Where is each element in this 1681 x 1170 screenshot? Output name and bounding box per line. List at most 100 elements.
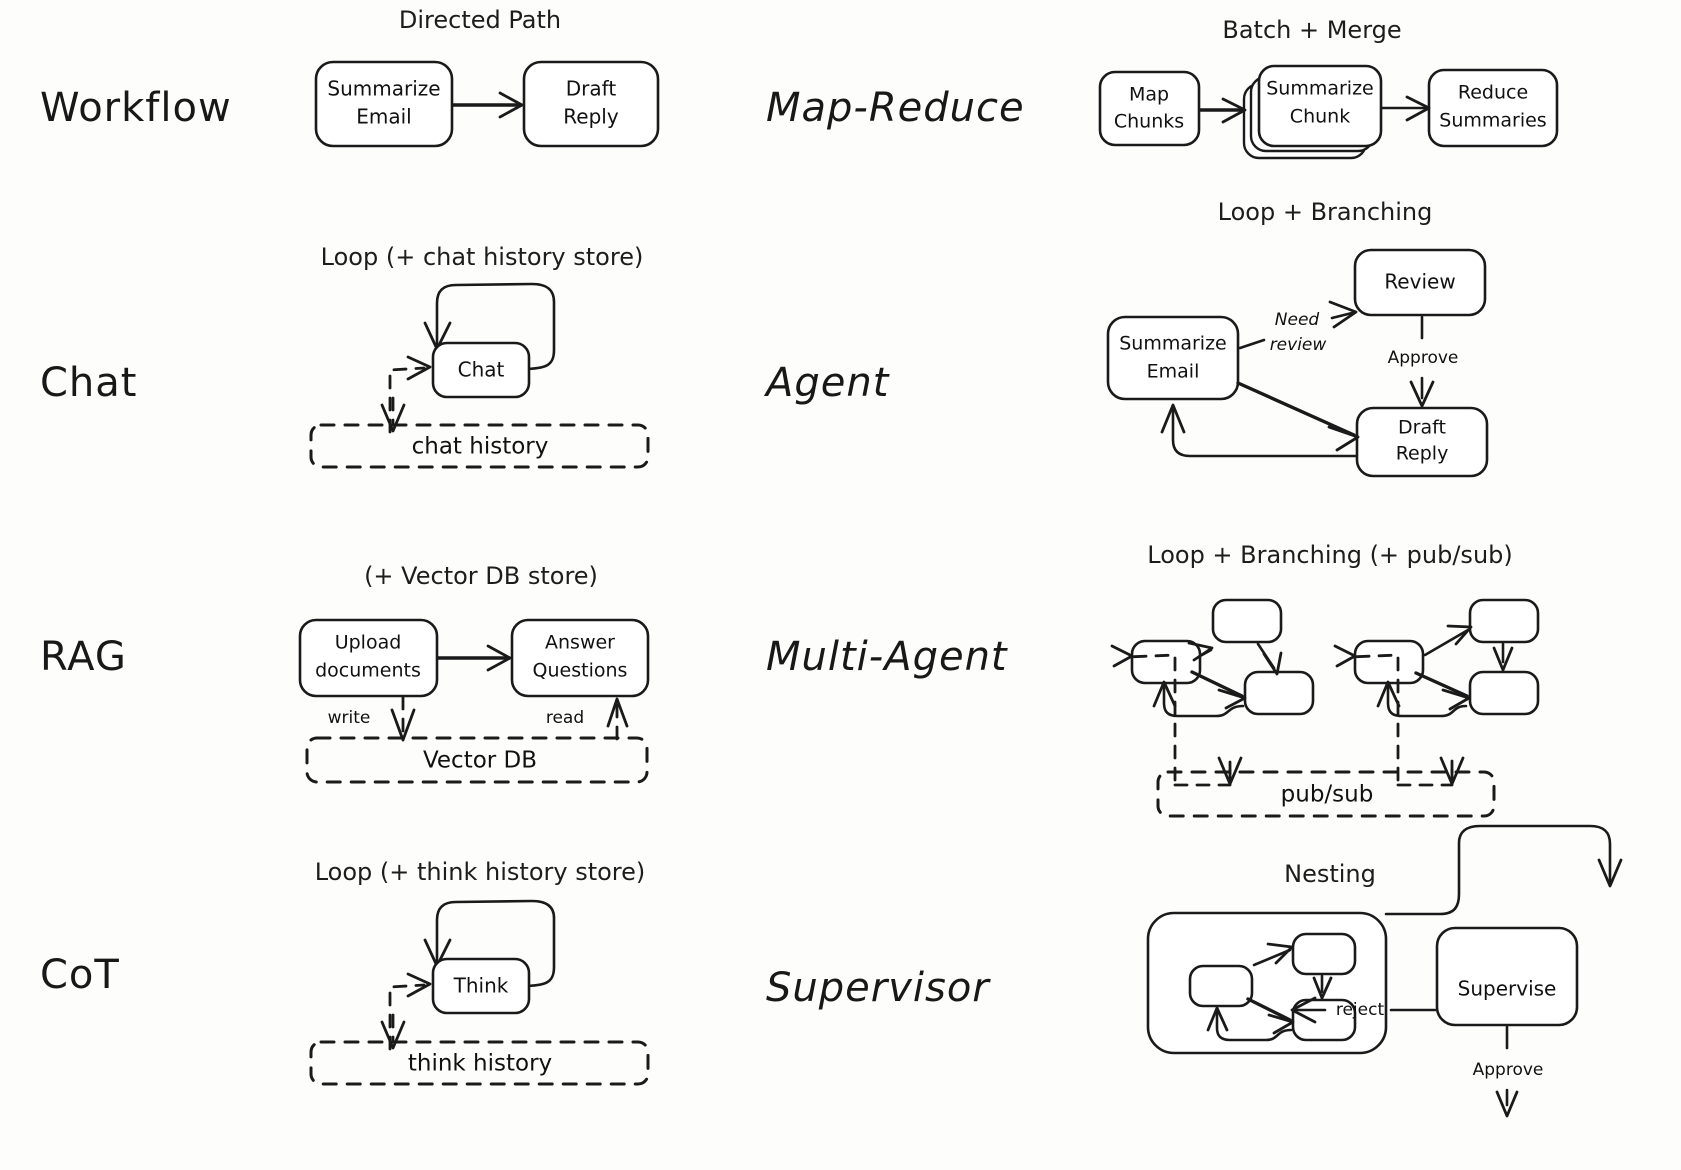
node-agent-summarize-line1: Summarize	[1119, 333, 1227, 355]
supervisor-inner-node-left[interactable]	[1188, 964, 1254, 1008]
caption-batch-merge: Batch + Merge	[1222, 16, 1402, 44]
store-pub-sub[interactable]	[1156, 770, 1496, 818]
caption-nesting: Nesting	[1284, 860, 1376, 888]
store-think-history[interactable]	[309, 1040, 650, 1086]
edge-chat-history-to-chat	[388, 366, 426, 434]
arrowhead-upload-to-answer	[486, 644, 512, 672]
arrowhead-draft-to-summarize-loop	[1160, 403, 1186, 434]
edge-think-history-to-think	[388, 983, 426, 1051]
arrowhead-b-pubsub-in	[1333, 644, 1357, 668]
multiagent-b-node-left[interactable]	[1353, 639, 1425, 685]
arrowhead-write	[390, 708, 416, 742]
edge-think-self-loop	[435, 899, 556, 988]
node-summarize-email-line2: Email	[356, 105, 412, 129]
edge-a-pubsub-in	[1125, 653, 1177, 782]
edge-label-approve-supervisor: Approve	[1473, 1060, 1544, 1080]
caption-loop-branching-pubsub: Loop + Branching (+ pub/sub)	[1147, 541, 1513, 569]
arrowhead-chat-history-to-chat	[406, 355, 432, 381]
edge-draft-to-summarize-loop	[1171, 408, 1358, 458]
multiagent-a-node-right[interactable]	[1243, 670, 1315, 716]
multi-agent-cluster-left	[1110, 598, 1315, 787]
arrowhead-subgraph-to-supervise	[1597, 858, 1623, 888]
node-review-label: Review	[1384, 270, 1455, 294]
row-label-supervisor: Supervisor	[766, 965, 990, 1011]
row-label-cot: CoT	[40, 952, 120, 998]
map-reduce-graph: Map Chunks Summarize Chunk Reduce Summar…	[1098, 64, 1559, 160]
node-chat[interactable]	[431, 341, 531, 399]
arrowhead-summarize-to-draft-diagonal	[1327, 425, 1360, 452]
edge-chat-self-loop	[435, 282, 556, 371]
arrowhead-sup-left-to-top	[1266, 942, 1294, 965]
caption-vector-db-store: (+ Vector DB store)	[364, 562, 598, 590]
arrowhead-b-top-to-right	[1492, 646, 1514, 672]
node-reduce-summaries-line2: Summaries	[1439, 110, 1546, 132]
arrowhead-b-right-to-left-loop	[1376, 680, 1401, 708]
node-think[interactable]	[431, 957, 531, 1015]
node-draft-reply[interactable]	[522, 60, 660, 148]
node-map-chunks[interactable]	[1098, 70, 1201, 147]
node-agent-draft-line2: Reply	[1396, 443, 1449, 465]
chat-graph: Chat chat history	[309, 282, 650, 469]
edge-subgraph-to-supervise	[1384, 824, 1612, 916]
caption-loop-branching: Loop + Branching	[1217, 198, 1433, 226]
arrowhead-sup-left-to-bottom	[1267, 1013, 1295, 1035]
multiagent-a-node-left[interactable]	[1130, 639, 1202, 685]
arrowhead-sup-bottom-to-left-loop	[1206, 1006, 1229, 1032]
arrowhead-b-left-to-right	[1441, 688, 1471, 711]
edge-summarize-to-review-stub	[1238, 338, 1266, 350]
store-chat-history-label: chat history	[412, 434, 549, 460]
arrowhead-read	[606, 697, 629, 728]
arrowhead-map-to-chunk	[1221, 97, 1247, 124]
edge-summarize-to-review	[1330, 311, 1354, 320]
caption-loop-chat: Loop (+ chat history store)	[320, 243, 644, 271]
multiagent-b-node-right[interactable]	[1468, 670, 1540, 716]
caption-loop-think: Loop (+ think history store)	[314, 858, 646, 886]
multi-agent-graph: pub/sub	[1110, 598, 1540, 818]
arrowhead-chat-to-chat-history	[380, 403, 406, 433]
node-supervise[interactable]	[1435, 926, 1579, 1027]
store-vector-db[interactable]	[305, 736, 649, 784]
supervisor-graph: Supervise reject Approve	[1146, 824, 1623, 1118]
multiagent-b-node-top[interactable]	[1468, 598, 1540, 644]
node-chat-label: Chat	[458, 358, 505, 382]
edge-sup-bottom-to-left-loop	[1215, 1010, 1293, 1042]
node-answer-questions[interactable]	[510, 618, 650, 698]
row-label-multi-agent: Multi-Agent	[766, 634, 1008, 680]
arrowhead-chunk-to-reduce	[1405, 95, 1431, 122]
edge-label-need-review-line2: review	[1270, 335, 1327, 355]
node-map-chunks-line1: Map	[1129, 84, 1169, 106]
row-label-workflow: Workflow	[40, 85, 232, 131]
node-review[interactable]	[1353, 248, 1487, 317]
row-label-rag: RAG	[40, 634, 127, 680]
store-chat-history[interactable]	[309, 423, 650, 469]
node-summarize-email-line1: Summarize	[327, 77, 440, 101]
edge-a-right-to-left-loop	[1162, 684, 1245, 718]
edge-label-write: write	[328, 708, 371, 728]
agent-graph: Summarize Email Review Draft Reply Need …	[1106, 248, 1489, 478]
edge-b-left-to-right	[1414, 671, 1469, 698]
edge-label-approve-agent: Approve	[1388, 348, 1459, 368]
node-map-chunks-line2: Chunks	[1114, 111, 1184, 133]
node-summarize-chunk[interactable]	[1257, 64, 1383, 148]
node-summarize-chunk-line2: Chunk	[1290, 106, 1350, 128]
edge-b-pubsub-in	[1348, 653, 1400, 782]
node-agent-draft-reply[interactable]	[1355, 406, 1489, 478]
node-think-label: Think	[453, 974, 509, 998]
caption-directed-path: Directed Path	[398, 6, 562, 34]
arrowhead-b-left-to-top	[1446, 624, 1473, 646]
arrowhead-a-top-to-right	[1262, 651, 1283, 676]
edge-b-left-to-top	[1423, 628, 1470, 657]
edge-label-need-review-line1: Need	[1275, 310, 1320, 330]
supervisor-inner-node-top[interactable]	[1291, 932, 1357, 976]
arrowhead-sup-top-to-bottom	[1312, 976, 1333, 1000]
arrowhead-think-to-think-history	[380, 1020, 406, 1050]
node-agent-summarize-email[interactable]	[1106, 315, 1240, 401]
row-label-agent: Agent	[766, 360, 890, 406]
edge-sup-left-to-top	[1252, 948, 1292, 967]
multiagent-a-node-top[interactable]	[1211, 598, 1283, 644]
row-label-map-reduce: Map-Reduce	[766, 85, 1025, 131]
arrowhead-approve-supervisor	[1495, 1090, 1519, 1118]
store-vector-db-label: Vector DB	[423, 748, 537, 774]
